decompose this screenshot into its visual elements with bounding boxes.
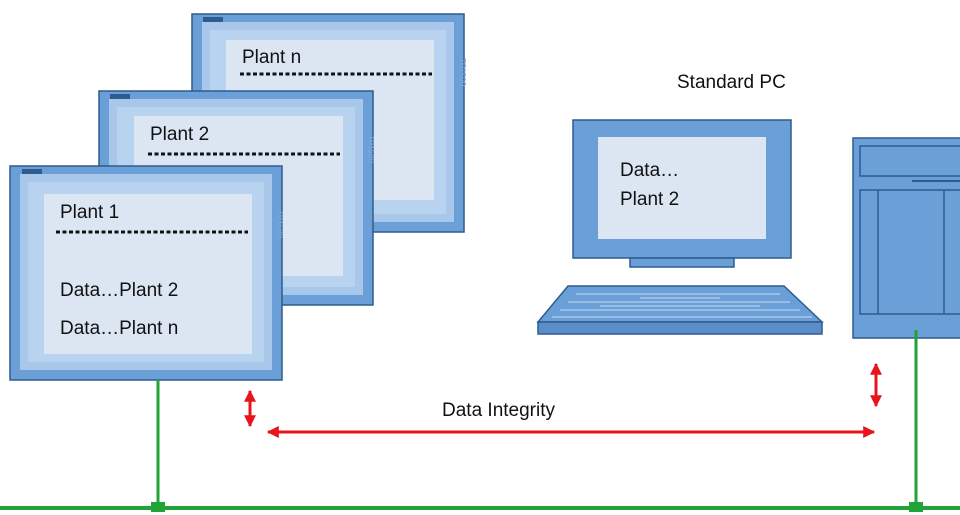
data-integrity-arrows bbox=[244, 362, 882, 438]
pc-screen-line-1: Data… bbox=[620, 160, 680, 181]
keyboard-icon bbox=[536, 285, 824, 335]
panel-model-label: TP1500 bbox=[458, 58, 467, 87]
pc-tower-icon bbox=[852, 137, 960, 339]
panel-model-label: TP1500 bbox=[275, 210, 284, 239]
pc-screen-line-2: Plant 2 bbox=[620, 189, 680, 210]
panel-led-icon bbox=[22, 169, 42, 174]
panel-1-data-line-2: Data…Plant n bbox=[60, 318, 179, 339]
panel-led-icon bbox=[110, 94, 130, 99]
panel-1-data-line-1: Data…Plant 2 bbox=[60, 280, 179, 301]
pc-monitor-icon bbox=[572, 119, 792, 268]
bus-connector-icon bbox=[909, 502, 923, 512]
panel-1-title: Plant 1 bbox=[60, 202, 120, 223]
network-bus bbox=[0, 330, 960, 512]
pc-label: Standard PC bbox=[677, 72, 786, 93]
panel-n-title: Plant n bbox=[242, 47, 302, 68]
data-integrity-label: Data Integrity bbox=[442, 400, 555, 421]
panel-led-icon bbox=[203, 17, 223, 22]
bus-connector-icon bbox=[151, 502, 165, 512]
hmi-panel-plant-1: TP1500 bbox=[9, 165, 284, 381]
panel-2-title: Plant 2 bbox=[150, 124, 210, 145]
panel-model-label: TP1500 bbox=[366, 135, 375, 164]
